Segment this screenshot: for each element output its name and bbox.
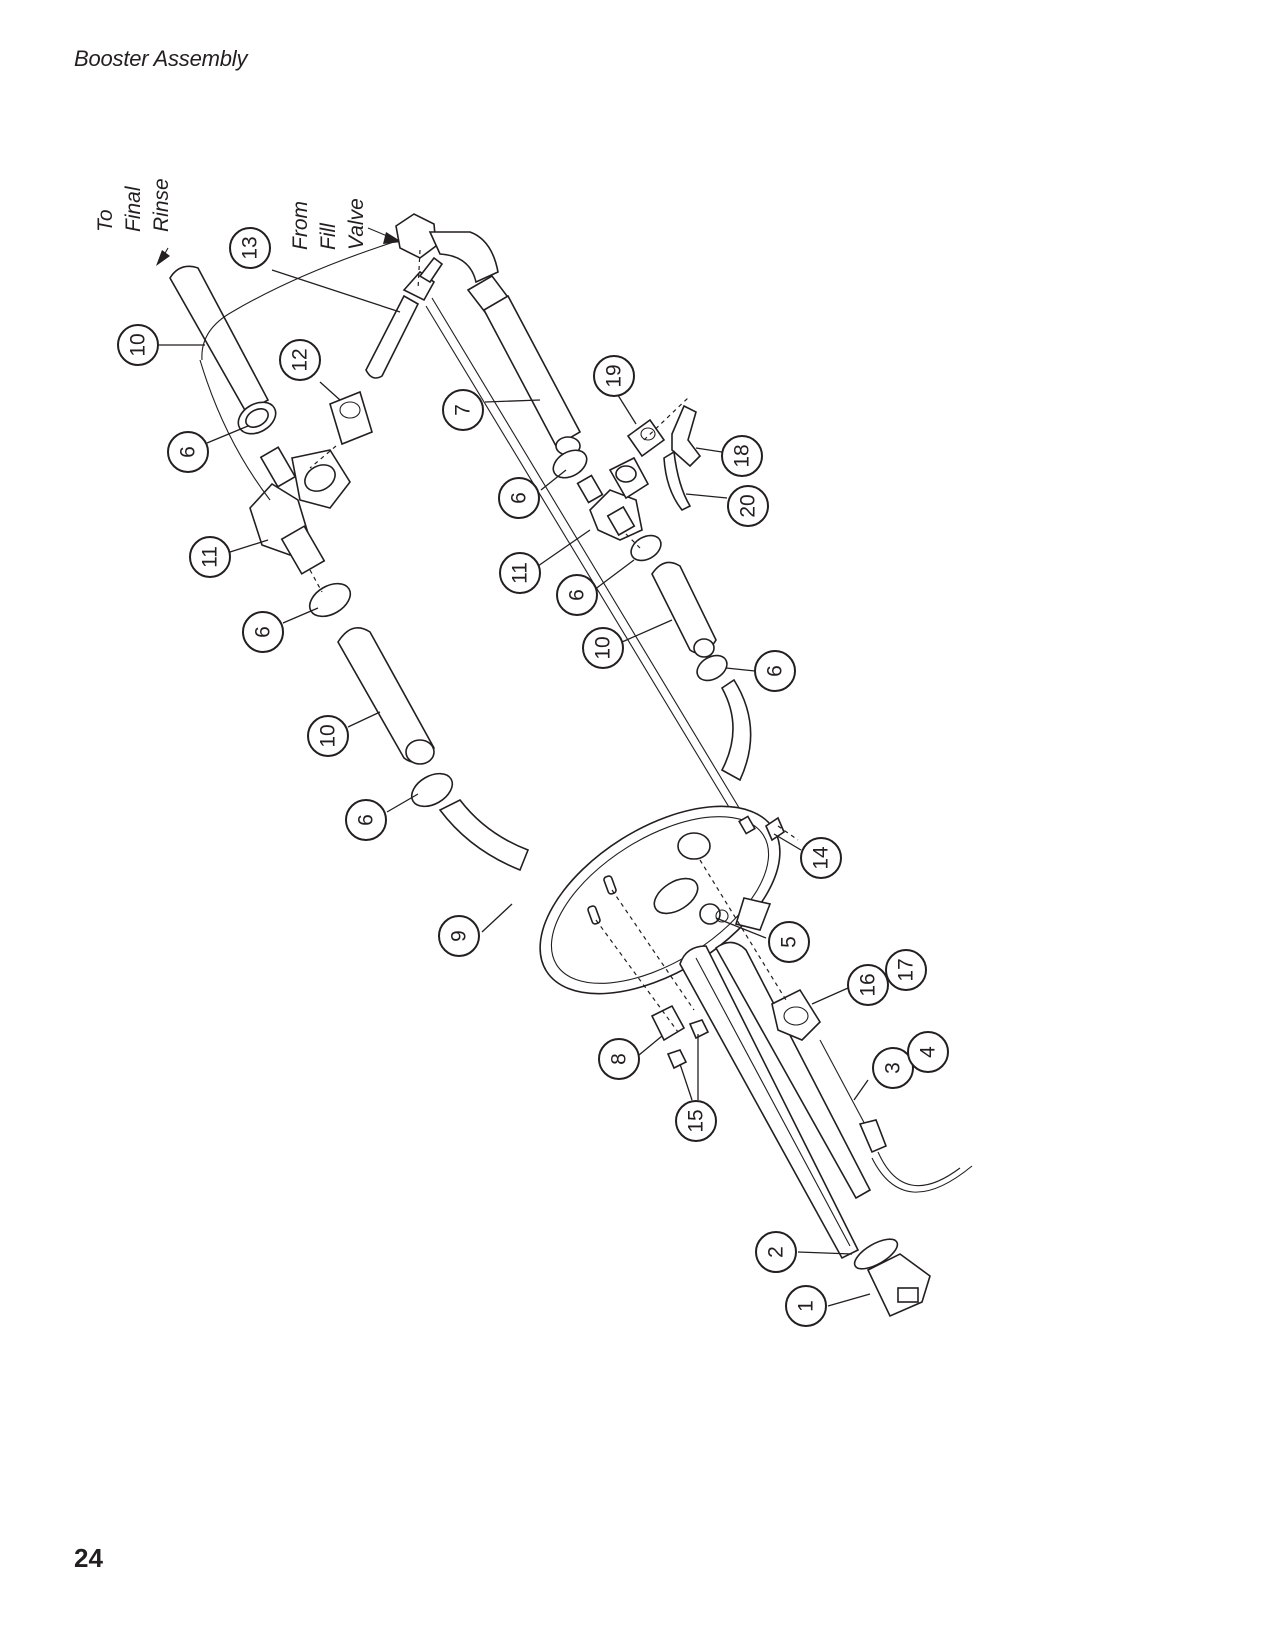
callout-17: 17 [885,949,927,991]
svg-text:5: 5 [778,936,801,948]
hose-loop [720,678,752,782]
callout-5: 5 [768,921,810,963]
callout-10: 10 [307,715,349,757]
svg-text:19: 19 [603,364,626,387]
clamp-6-e [630,534,662,562]
leader-lines [159,269,871,1307]
svg-text:Fill: Fill [317,222,340,250]
callout-14: 14 [800,837,842,879]
svg-text:2: 2 [765,1246,788,1258]
svg-text:6: 6 [508,492,531,504]
stud-b [587,905,601,925]
elbow-18 [671,404,702,468]
fill-valve-nut [395,213,437,259]
svg-text:4: 4 [917,1046,940,1058]
callout-6: 6 [242,611,284,653]
thermostat-8 [650,1004,686,1042]
svg-text:Final: Final [122,185,145,232]
pipe-arc [201,239,401,361]
callout-6: 6 [556,574,598,616]
callout-11: 11 [499,552,541,594]
svg-text:6: 6 [764,665,787,677]
plug-14 [765,816,785,842]
nut-15-a [666,1049,688,1070]
svg-text:10: 10 [592,636,615,659]
svg-text:20: 20 [737,494,760,517]
to-rinse-arrow-icon [156,250,170,266]
callout-6: 6 [345,799,387,841]
callout-6: 6 [498,477,540,519]
callout-9: 9 [438,915,480,957]
callout-12: 12 [279,339,321,381]
svg-text:18: 18 [731,444,754,467]
callout-6: 6 [167,431,209,473]
callout-16: 16 [847,964,889,1006]
callout-8: 8 [598,1038,640,1080]
clamp-6-c [410,772,454,808]
svg-text:10: 10 [317,724,340,747]
callout-2: 2 [755,1231,797,1273]
hose-run-left [169,239,530,872]
probe-5 [699,903,721,925]
svg-text:1: 1 [795,1300,818,1312]
svg-text:6: 6 [177,446,200,458]
svg-text:From: From [289,201,312,250]
clamp-6-b [308,582,352,618]
bracket-20 [663,450,692,512]
svg-text:11: 11 [199,546,222,568]
probe-13 [365,294,420,379]
hose-9 [438,798,530,872]
svg-text:15: 15 [685,1109,708,1132]
svg-text:16: 16 [857,973,880,996]
hose-10-top [169,265,270,414]
callout-15: 15 [675,1100,717,1142]
callout-18: 18 [721,435,763,477]
callout-19: 19 [593,355,635,397]
svg-text:7: 7 [452,404,475,416]
callout-7: 7 [442,389,484,431]
svg-text:3: 3 [882,1062,905,1074]
nut-15-b [688,1019,710,1040]
svg-text:12: 12 [289,348,312,371]
callout-1: 1 [785,1285,827,1327]
svg-text:6: 6 [355,814,378,826]
page-title: Booster Assembly [74,46,248,71]
svg-text:To: To [94,209,117,232]
svg-text:11: 11 [509,562,532,584]
svg-text:9: 9 [448,930,471,942]
sensor-rod-3 [819,1039,869,1131]
svg-text:Rinse: Rinse [150,178,173,232]
heating-element [679,945,860,1260]
callout-11: 11 [189,536,231,578]
callout-6: 6 [754,650,796,692]
callout-20: 20 [727,485,769,527]
to-final-rinse-label: To Final Rinse [94,178,173,266]
svg-text:6: 6 [252,626,275,638]
svg-text:Valve: Valve [345,198,368,250]
svg-text:10: 10 [127,333,150,356]
callout-4: 4 [907,1031,949,1073]
clamp-6-d [552,449,588,479]
stud-a [603,875,617,895]
clamp-6-f [696,654,728,682]
callout-13: 13 [229,227,271,269]
long-rod [431,297,745,817]
svg-text:6: 6 [566,589,589,601]
callout-3: 3 [872,1047,914,1089]
threaded-port [677,832,711,860]
svg-text:14: 14 [810,846,833,870]
mount-tab [734,897,772,931]
page-number: 24 [74,1543,103,1573]
svg-text:17: 17 [895,958,918,981]
hose-run-right [395,213,752,823]
callout-10: 10 [582,627,624,669]
nut-16 [771,988,822,1041]
svg-text:8: 8 [608,1053,631,1065]
callout-10: 10 [117,324,159,366]
hose-7 [482,294,582,448]
from-fill-valve-label: From Fill Valve [289,198,402,250]
svg-text:13: 13 [239,236,262,259]
tank-assembly [309,249,973,1318]
